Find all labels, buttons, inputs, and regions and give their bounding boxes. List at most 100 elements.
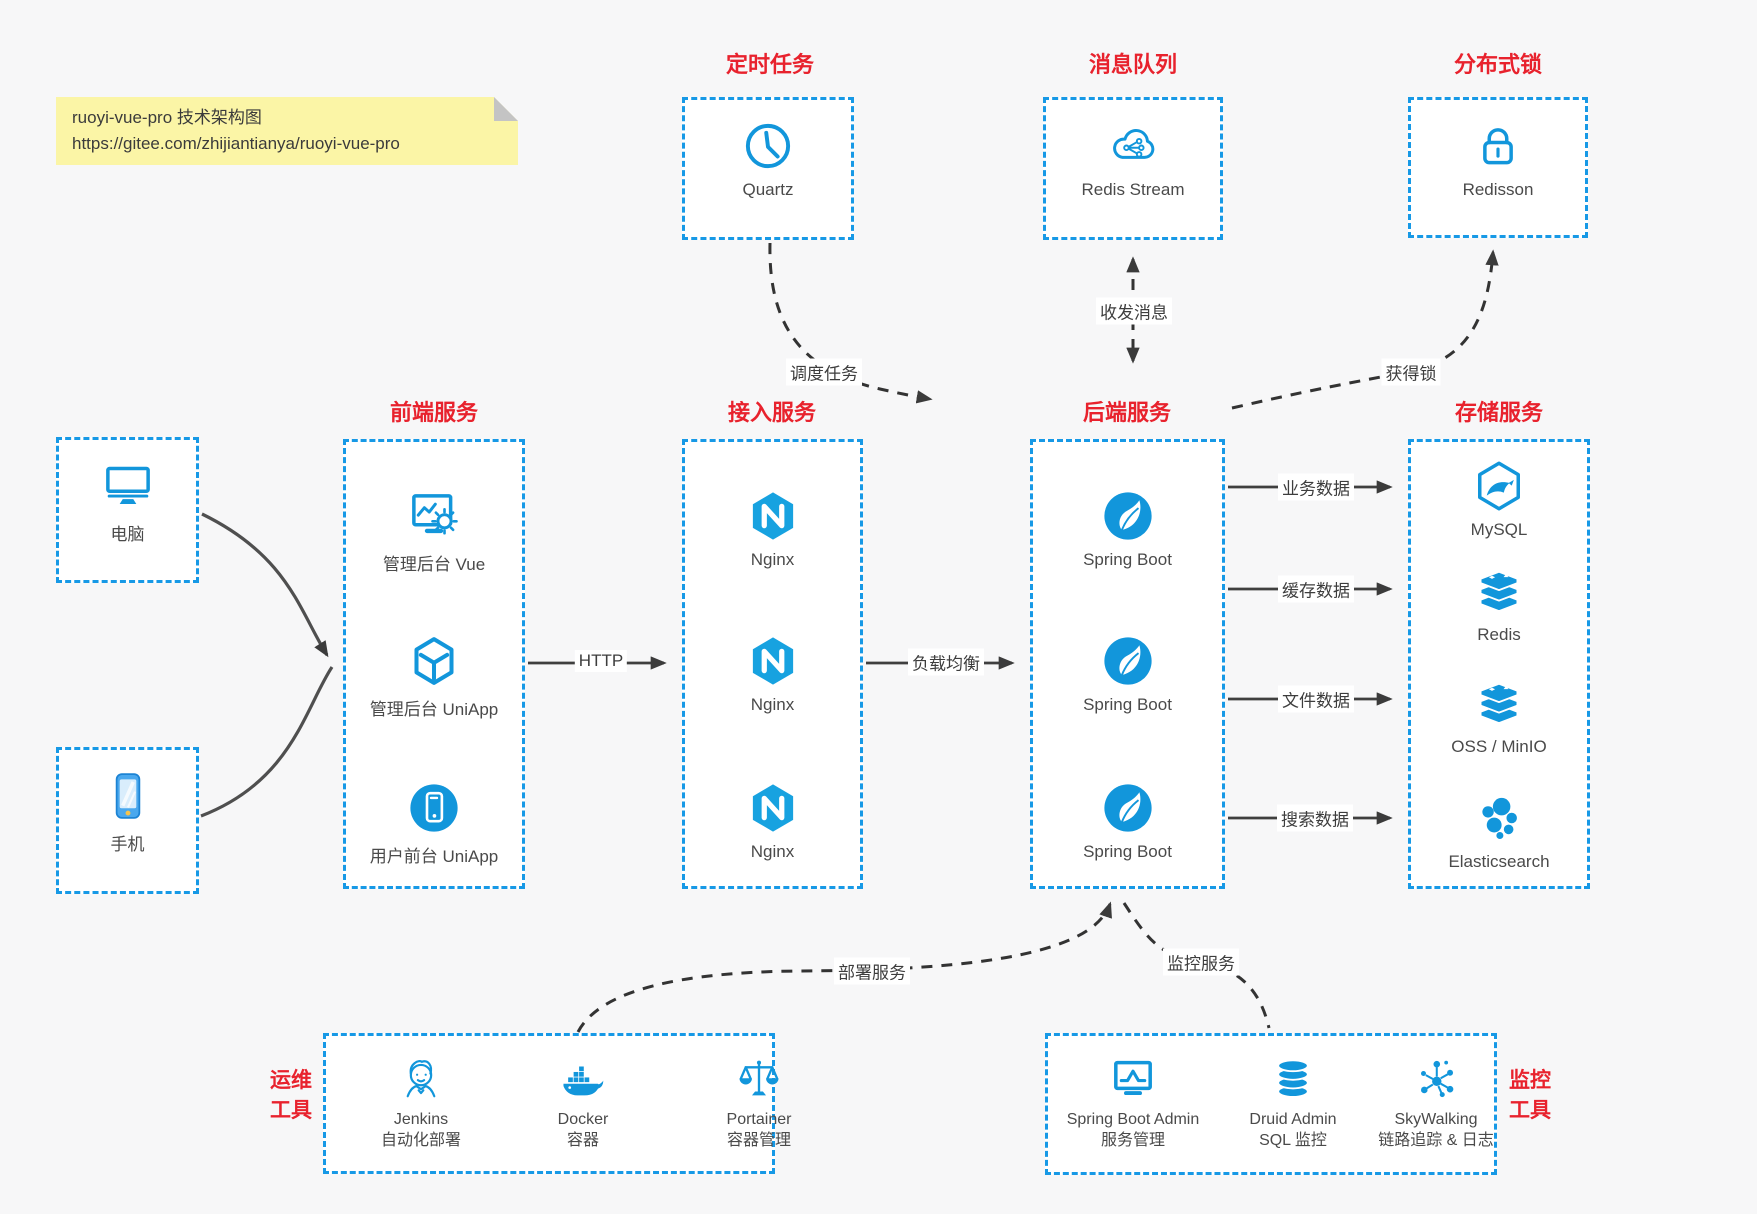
node-nginx-2: Nginx — [685, 633, 860, 715]
group-title-lock: 分布式锁 — [1453, 52, 1543, 77]
node-label: Portainer — [726, 1111, 792, 1128]
edge-label-deploy-service: 部署服务 — [834, 957, 910, 985]
oss-stack-icon — [1479, 682, 1519, 724]
node-docker: Docker 容器 — [508, 1054, 658, 1151]
redis-stack-icon — [1479, 570, 1519, 612]
edge-label-business-data: 业务数据 — [1278, 473, 1354, 501]
edge-label-schedule-task: 调度任务 — [786, 358, 862, 386]
node-oss-minio: OSS / MinIO — [1411, 675, 1587, 757]
nginx-icon — [752, 784, 793, 832]
jenkins-icon — [406, 1060, 436, 1098]
box-redis-stream: Redis Stream — [1043, 97, 1223, 240]
group-title-frontend: 前端服务 — [389, 400, 479, 425]
node-label: 用户前台 UniApp — [369, 847, 499, 866]
node-label: OSS / MinIO — [1451, 737, 1547, 756]
node-label: Jenkins — [393, 1111, 449, 1128]
node-label: 电脑 — [110, 525, 145, 544]
elasticsearch-icon — [1482, 797, 1517, 839]
edge-label-file-data: 文件数据 — [1278, 685, 1354, 713]
node-elasticsearch: Elasticsearch — [1411, 790, 1587, 872]
node-label: 管理后台 UniApp — [369, 700, 499, 719]
node-label: Docker — [557, 1111, 609, 1128]
node-jenkins: Jenkins 自动化部署 — [346, 1054, 496, 1151]
group-title-ops: 运维 工具 — [270, 1069, 312, 1122]
box-gateway: Nginx Nginx Nginx — [682, 439, 863, 889]
node-druid-admin: Druid Admin SQL 监控 — [1203, 1054, 1383, 1151]
note-url: https://gitee.com/zhijiantianya/ruoyi-vu… — [72, 134, 400, 153]
node-admin-vue: 管理后台 Vue — [346, 488, 522, 575]
node-portainer: Portainer 容器管理 — [684, 1054, 834, 1151]
node-label: Druid Admin — [1249, 1111, 1337, 1128]
node-redis: Redis — [1411, 563, 1587, 645]
node-label: Spring Boot Admin — [1066, 1111, 1200, 1128]
group-title-backend: 后端服务 — [1082, 400, 1172, 425]
node-label: 管理后台 Vue — [382, 555, 486, 574]
node-sublabel: 服务管理 — [1100, 1132, 1165, 1149]
cloud-share-icon — [1113, 129, 1155, 159]
group-title-monitoring: 监控 工具 — [1509, 1069, 1551, 1122]
node-sublabel: 容器管理 — [726, 1132, 791, 1149]
uniapp-cube-icon — [414, 637, 454, 685]
monitor-pulse-icon — [1114, 1060, 1152, 1096]
group-title-scheduler: 定时任务 — [725, 52, 815, 77]
node-label: Nginx — [750, 550, 795, 569]
database-icon — [1277, 1059, 1309, 1098]
box-mobile-client: 手机 — [56, 747, 199, 894]
node-label: Nginx — [750, 695, 795, 714]
node-sublabel: 链路追踪 & 日志 — [1378, 1132, 1494, 1149]
node-admin-uniapp: 管理后台 UniApp — [346, 633, 522, 720]
node-sublabel: 自动化部署 — [380, 1132, 461, 1149]
node-label: MySQL — [1470, 520, 1528, 539]
spring-boot-icon — [1103, 637, 1152, 685]
box-ops-tools: Jenkins 自动化部署 Docker 容器 — [323, 1033, 791, 1174]
monitor-gear-icon — [412, 494, 458, 535]
node-label: Nginx — [750, 842, 795, 861]
node-sublabel: SQL 监控 — [1259, 1132, 1327, 1149]
box-storage: MySQL Redis — [1408, 439, 1590, 889]
edge-label-send-receive-message: 收发消息 — [1096, 297, 1172, 325]
node-nginx-3: Nginx — [685, 780, 860, 862]
box-quartz: Quartz — [682, 97, 854, 240]
node-label: Redisson — [1462, 180, 1534, 199]
edge-label-load-balance: 负载均衡 — [908, 648, 984, 676]
node-label: Spring Boot — [1083, 842, 1172, 861]
sticky-note: ruoyi-vue-pro 技术架构图 https://gitee.com/zh… — [56, 97, 518, 165]
lock-icon — [1483, 128, 1513, 165]
note-title: ruoyi-vue-pro 技术架构图 — [72, 108, 262, 127]
mysql-icon — [1478, 461, 1520, 511]
edge-label-monitor-service: 监控服务 — [1163, 948, 1239, 976]
nginx-icon — [752, 637, 793, 685]
node-nginx-1: Nginx — [685, 488, 860, 570]
node-label: 手机 — [110, 835, 145, 854]
node-spring-boot-admin: Spring Boot Admin 服务管理 — [1043, 1054, 1223, 1151]
clock-icon — [745, 123, 791, 169]
phone-app-circle-icon — [410, 784, 458, 832]
box-frontend: 管理后台 Vue 管理后台 UniApp 用户前台 UniApp — [343, 439, 525, 889]
edge-label-http: HTTP — [574, 650, 628, 672]
node-spring-boot-3: Spring Boot — [1033, 780, 1222, 862]
box-desktop-client: 电脑 — [56, 437, 199, 583]
edge-desktop-frontend — [201, 512, 329, 658]
nginx-icon — [752, 492, 793, 540]
box-monitoring-tools: Spring Boot Admin 服务管理 Druid Admin SQL 监… — [1045, 1033, 1497, 1175]
node-mysql: MySQL — [1411, 458, 1587, 540]
node-label: Quartz — [742, 180, 794, 199]
node-label: Elasticsearch — [1448, 852, 1550, 871]
group-title-gateway: 接入服务 — [727, 400, 817, 425]
edge-label-cache-data: 缓存数据 — [1278, 575, 1354, 603]
node-label: Spring Boot — [1083, 550, 1172, 569]
node-label: Spring Boot — [1083, 695, 1172, 714]
box-backend: Spring Boot Spring Boot Spring Boot — [1030, 439, 1225, 889]
node-skywalking: SkyWalking 链路追踪 & 日志 — [1346, 1054, 1526, 1151]
docker-icon — [563, 1066, 604, 1096]
node-spring-boot-1: Spring Boot — [1033, 488, 1222, 570]
node-label: Redis Stream — [1081, 180, 1185, 199]
box-redisson: Redisson — [1408, 97, 1588, 238]
edge-mobile-frontend — [200, 666, 334, 818]
portainer-icon — [739, 1060, 779, 1096]
group-title-storage: 存储服务 — [1454, 400, 1544, 425]
spring-boot-icon — [1103, 784, 1152, 832]
edge-label-acquire-lock: 获得锁 — [1381, 358, 1441, 386]
node-label: SkyWalking — [1394, 1111, 1478, 1128]
